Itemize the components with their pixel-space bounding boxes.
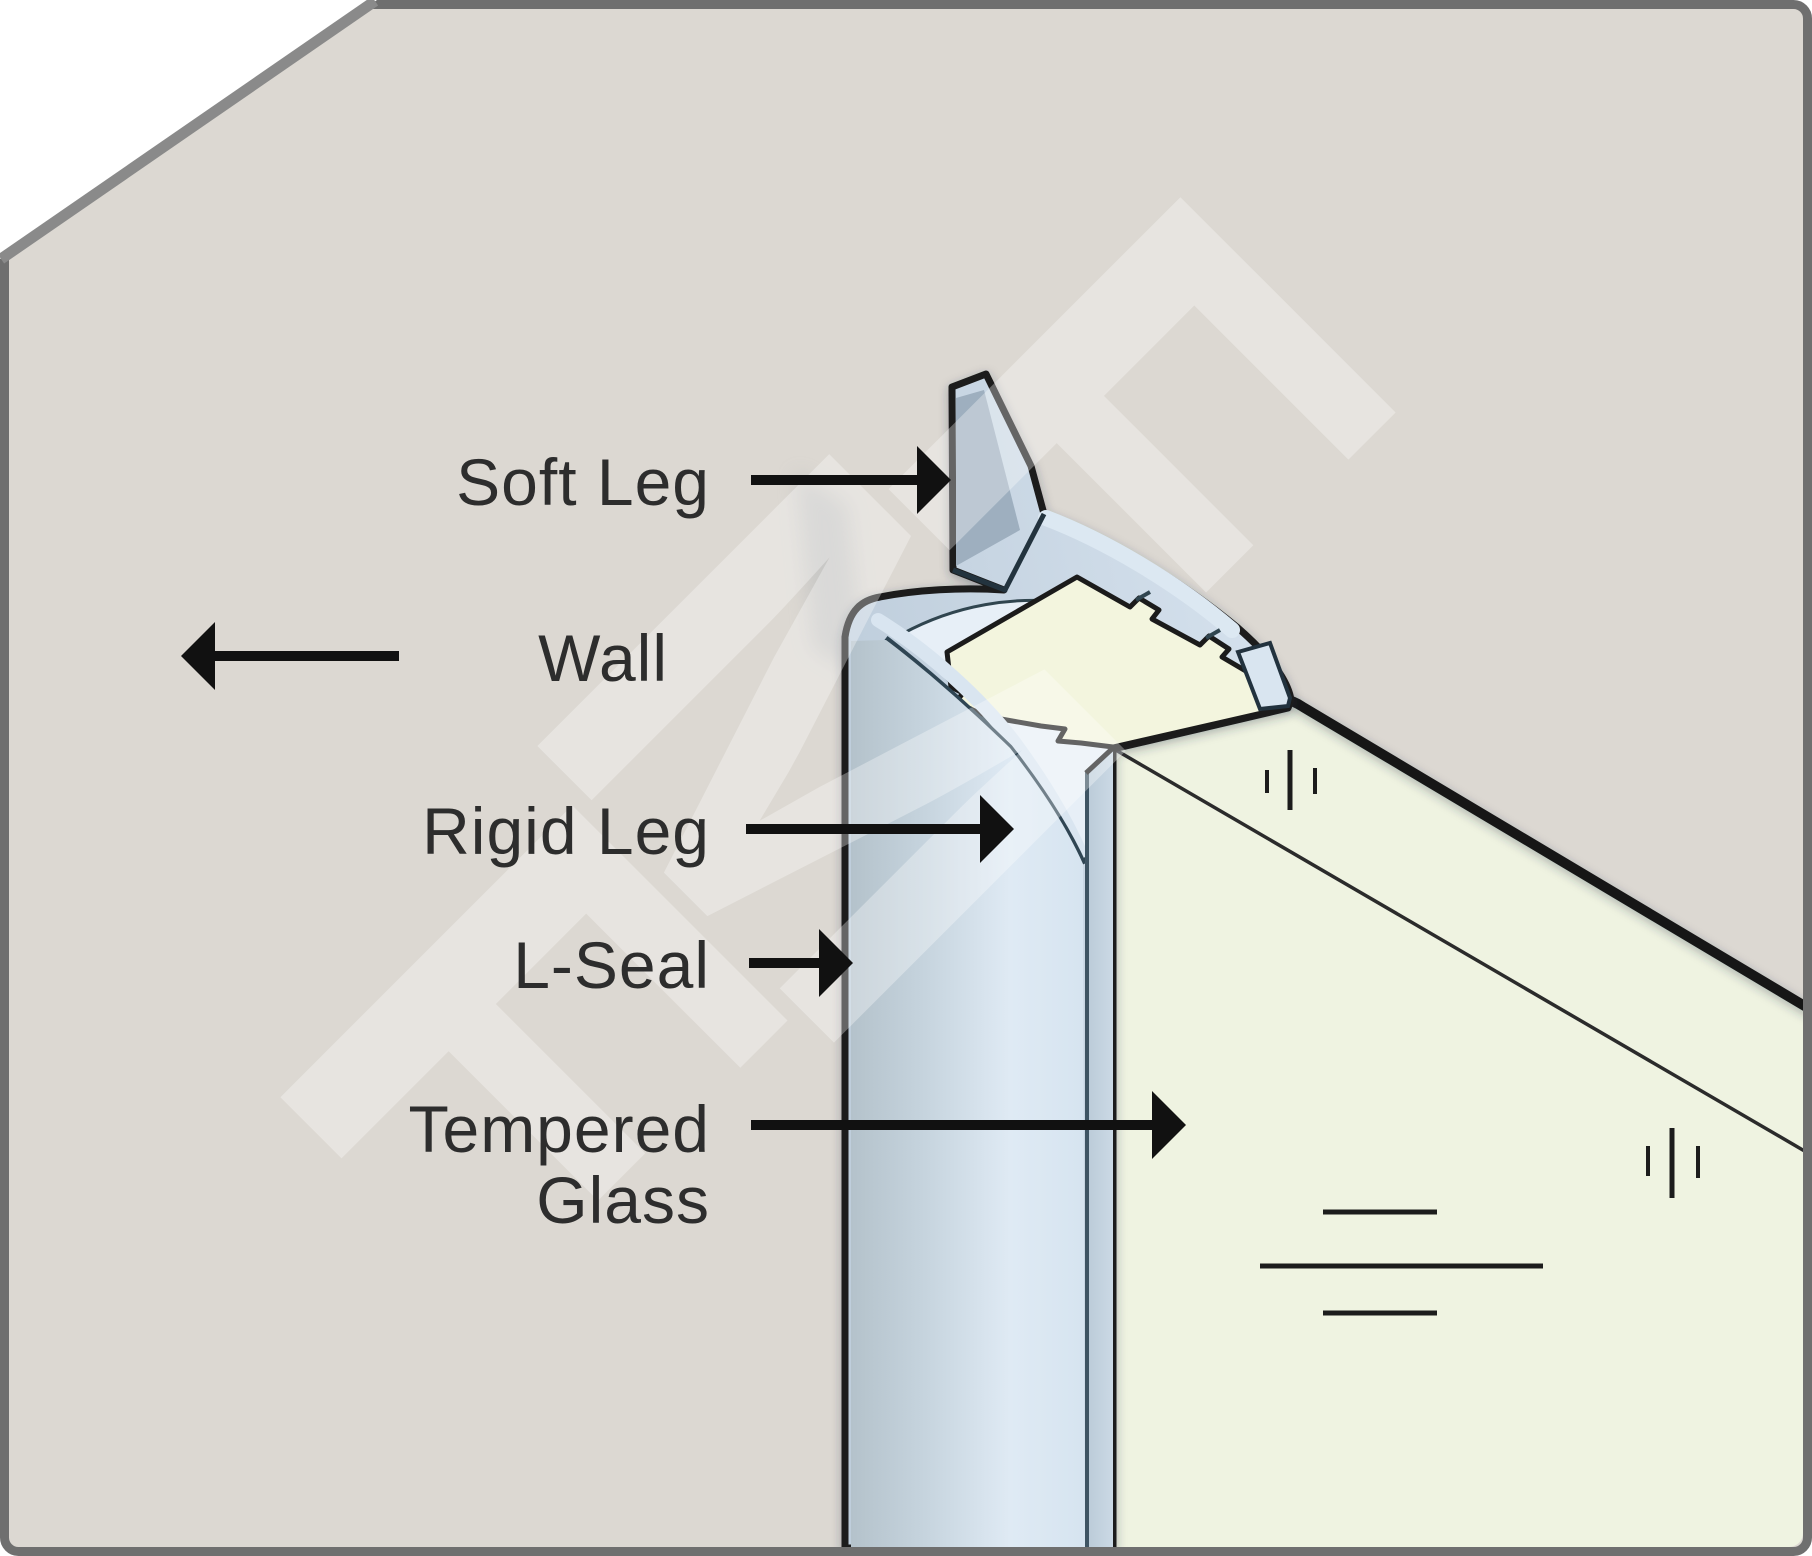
tempered-glass-label-line2: Glass xyxy=(536,1163,710,1237)
flange-top-edge xyxy=(1084,746,1115,775)
glass-front-face xyxy=(1080,701,1803,1547)
tempered-glass-label: Tempered Glass xyxy=(409,1094,711,1236)
wall-label: Wall xyxy=(538,621,668,695)
corner-diagonal-line xyxy=(0,0,379,264)
fin-junction-creases xyxy=(952,512,1047,593)
chamber-rib-marks xyxy=(1135,590,1221,640)
soft-leg-arrow xyxy=(751,446,951,514)
callout-arrows xyxy=(181,446,1186,1159)
rigid-leg-arrow xyxy=(746,795,1014,863)
glass-panel xyxy=(1080,694,1803,1547)
seal-l-flange xyxy=(1089,749,1113,1547)
mouth-rim-highlight xyxy=(871,613,1087,859)
l-seal-profile xyxy=(841,370,1295,1547)
wall-arrow xyxy=(181,622,399,690)
band-highlight xyxy=(1038,510,1240,638)
tempered-glass-arrow xyxy=(751,1091,1186,1159)
l-seal-label: L-Seal xyxy=(513,928,710,1002)
glass-back-edge-line xyxy=(1113,747,1803,1155)
tempered-glass-label-line1: Tempered xyxy=(408,1092,710,1166)
glass-temper-marks xyxy=(1260,750,1700,1316)
mouth-lip-edge xyxy=(884,636,1087,866)
soft-leg-shadow-face xyxy=(956,390,1020,566)
band-end-lip xyxy=(1235,640,1293,712)
soft-leg-label: Soft Leg xyxy=(456,445,710,519)
seal-rigid-leg-face xyxy=(851,640,1085,1547)
l-seal-arrow xyxy=(749,929,853,997)
rigid-leg-label: Rigid Leg xyxy=(422,794,710,868)
